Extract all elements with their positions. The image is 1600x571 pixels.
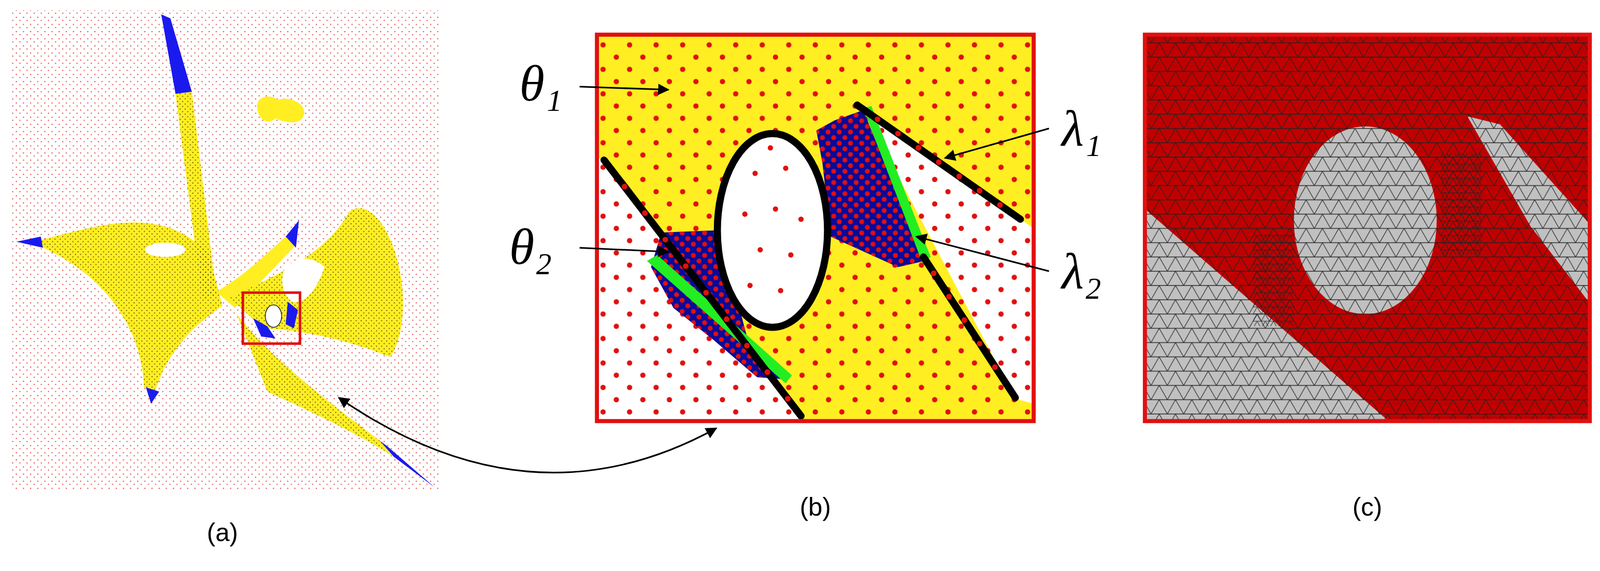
panel-label: (b) bbox=[799, 494, 832, 520]
panel-label: (a) bbox=[206, 519, 239, 546]
panel-c-illustration bbox=[1144, 34, 1590, 422]
panel-label: (c) bbox=[1352, 494, 1383, 520]
symbol-label: λ₂ bbox=[1061, 245, 1102, 298]
panel-b-illustration bbox=[596, 34, 1034, 422]
leader-arrows bbox=[579, 86, 1050, 272]
symbol-label: λ₁ bbox=[1061, 103, 1102, 155]
symbol-label: θ₁ bbox=[519, 57, 563, 109]
panel-a-illustration bbox=[10, 10, 439, 490]
symbol-label: θ₂ bbox=[509, 221, 552, 273]
